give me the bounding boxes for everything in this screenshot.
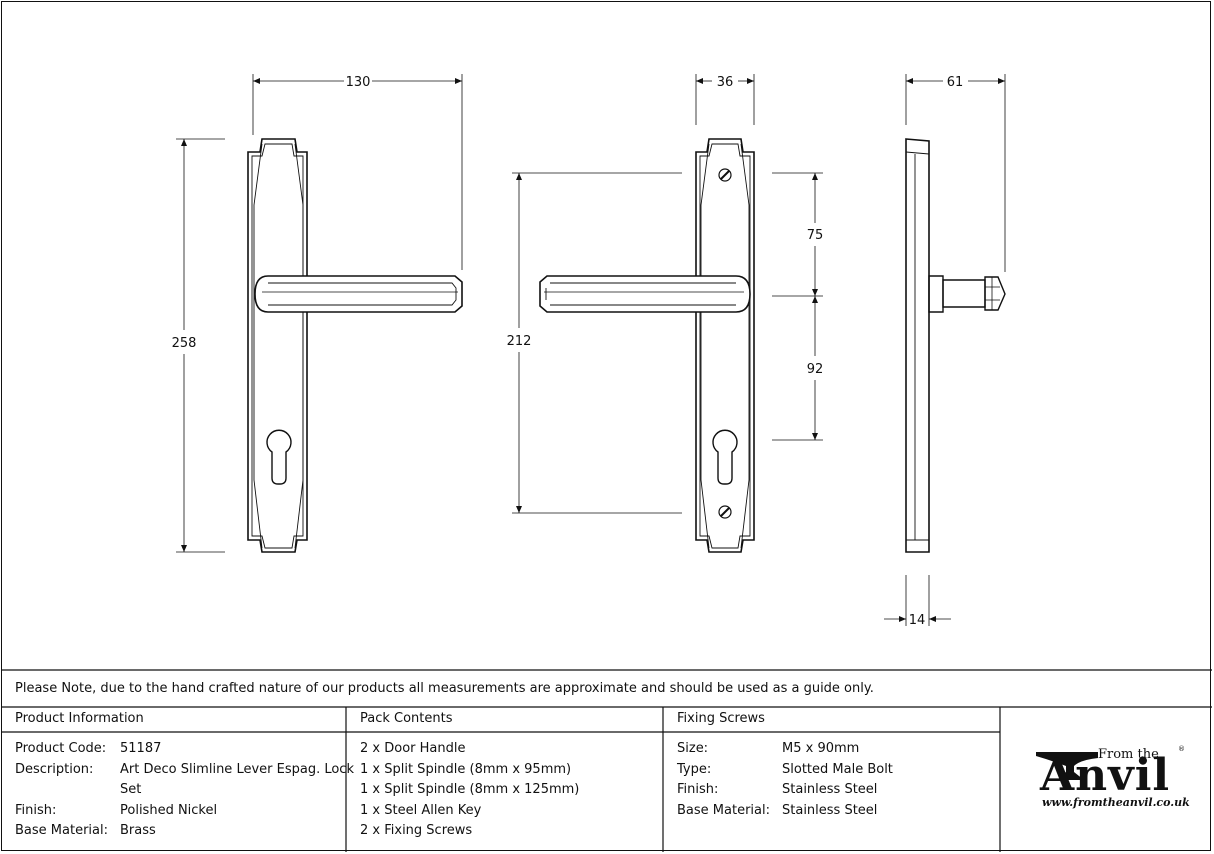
fixing-screws-heading: Fixing Screws [677,711,765,726]
anvil-icon [1036,752,1098,780]
front-view [176,74,463,553]
dim-back-upper: 75 [807,228,824,243]
back-upper-screw [718,168,732,182]
side-backplate [905,138,930,553]
logo-wordmark: Anvil [1040,750,1171,801]
description-label: Description: [15,762,94,777]
pack-item: 1 x Split Spindle (8mm x 95mm) [360,762,572,777]
logo-url: www.fromtheanvil.co.uk [1042,796,1190,809]
description-value: Art Deco Slimline Lever Espag. Lock [120,762,354,777]
pack-item: 2 x Door Handle [360,741,466,756]
back-lever [539,275,751,313]
product-code-label: Product Code: [15,741,107,756]
dim-front-width: 130 [346,75,371,90]
dim-back-width: 36 [717,75,734,90]
screw-finish-value: Stainless Steel [782,782,878,797]
pack-contents-heading: Pack Contents [360,711,453,726]
logo-from-the: From the [1098,747,1159,762]
screw-material-value: Stainless Steel [782,803,878,818]
description-value-cont: Set [120,782,142,797]
dim-side-projection: 61 [947,75,964,90]
dim-back-lower: 92 [807,362,824,377]
front-backplate [247,138,308,553]
side-lever-boss [928,275,944,313]
back-backplate [695,138,755,553]
finish-value: Polished Nickel [120,803,218,818]
screw-type-label: Type: [677,762,712,777]
finish-label: Finish: [15,803,57,818]
screw-material-label: Base Material: [677,803,770,818]
dim-back-height: 212 [507,334,532,349]
dim-front-height: 258 [172,336,197,351]
product-code-value: 51187 [120,741,162,756]
pack-item: 1 x Split Spindle (8mm x 125mm) [360,782,580,797]
base-material-value: Brass [120,823,156,838]
front-keyhole [266,429,292,485]
front-lever [254,275,463,313]
screw-size-value: M5 x 90mm [782,741,860,756]
back-lower-screw [718,505,732,519]
measurement-note: Please Note, due to the hand crafted nat… [15,681,874,696]
logo-registered: ® [1178,745,1185,753]
product-info-heading: Product Information [15,711,144,726]
screw-finish-label: Finish: [677,782,719,797]
pack-item: 2 x Fixing Screws [360,823,473,838]
back-view [512,74,823,553]
screw-size-label: Size: [677,741,709,756]
pack-item: 1 x Steel Allen Key [360,803,482,818]
side-view [884,74,1006,626]
base-material-label: Base Material: [15,823,108,838]
dim-side-thickness: 14 [909,613,926,628]
screw-type-value: Slotted Male Bolt [782,762,893,777]
back-keyhole [712,429,738,485]
